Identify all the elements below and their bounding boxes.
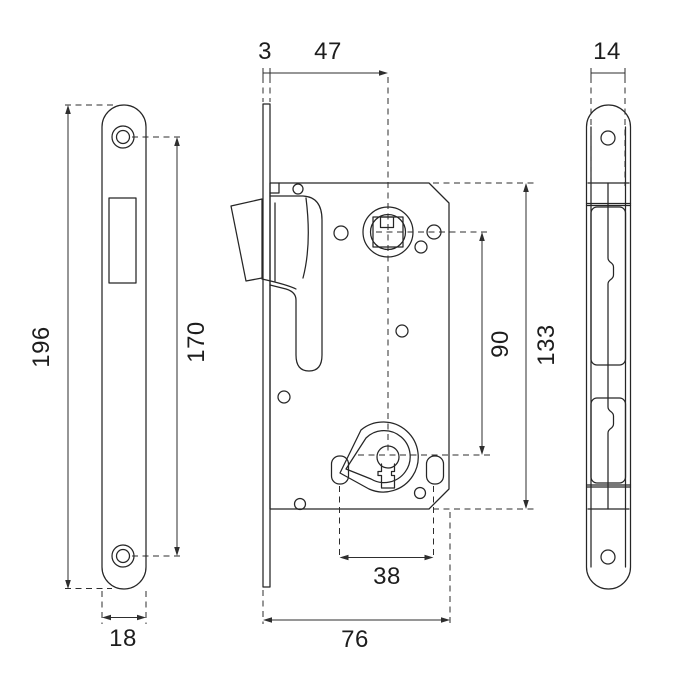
faceplate-edge-strip	[263, 104, 270, 587]
latch-bottom-edge	[262, 279, 296, 289]
side-top-screw-hole	[601, 131, 615, 145]
dim-label-plate-thickness: 3	[258, 38, 272, 65]
case-rivet-bottom-right	[415, 488, 426, 499]
side-bottom-screw-hole	[601, 550, 615, 564]
dim-label-backset: 47	[314, 38, 342, 65]
side-profile-dimensions	[591, 68, 625, 186]
dim-label-case-height: 133	[533, 324, 560, 366]
front-plate-top-screw-hole	[112, 126, 134, 148]
front-plate-bottom-screw-hole-inner	[117, 550, 130, 563]
lower-slot-left	[332, 456, 349, 484]
front-plate-view	[102, 105, 146, 589]
front-plate-bottom-screw-hole	[112, 545, 134, 567]
lock-case-corner-step	[270, 183, 279, 193]
side-plate-outline	[587, 105, 631, 589]
spindle-square-notch	[381, 217, 394, 228]
cam-teardrop-inner	[346, 431, 410, 483]
case-rivet-top-left	[293, 184, 303, 194]
latch-body-and-arm	[270, 196, 322, 371]
side-case-center-seam	[608, 183, 614, 509]
side-profile-view	[587, 105, 631, 589]
case-hole-left-of-follower	[334, 226, 348, 240]
dim-label-screw-spacing: 170	[183, 321, 210, 363]
latch-bolt-head	[231, 199, 262, 281]
lock-body-dimensions	[263, 68, 534, 624]
case-rivet-mid-left	[278, 391, 290, 403]
case-rivet-below-follower	[415, 241, 427, 253]
case-rivet-center	[396, 325, 408, 337]
dim-label-spindle-to-key: 90	[487, 330, 514, 358]
dim-label-slot-spacing: 38	[373, 563, 401, 590]
dim-label-case-depth: 76	[341, 626, 369, 653]
lock-body-view	[231, 104, 449, 587]
front-plate-dimensions	[65, 105, 184, 624]
lower-slot-right	[427, 456, 444, 484]
dim-label-plate-height: 196	[28, 326, 55, 368]
case-rivet-bottom-left	[295, 499, 306, 510]
latch-body-inner-curve	[303, 198, 308, 278]
key-follower-stem	[378, 464, 395, 488]
front-plate-top-screw-hole-inner	[117, 131, 130, 144]
front-plate-outline	[102, 105, 146, 589]
cam-teardrop-outer	[340, 422, 418, 492]
dim-label-side-width: 14	[593, 38, 621, 65]
front-plate-latch-cutout	[109, 198, 136, 283]
dim-label-plate-width: 18	[109, 625, 137, 652]
